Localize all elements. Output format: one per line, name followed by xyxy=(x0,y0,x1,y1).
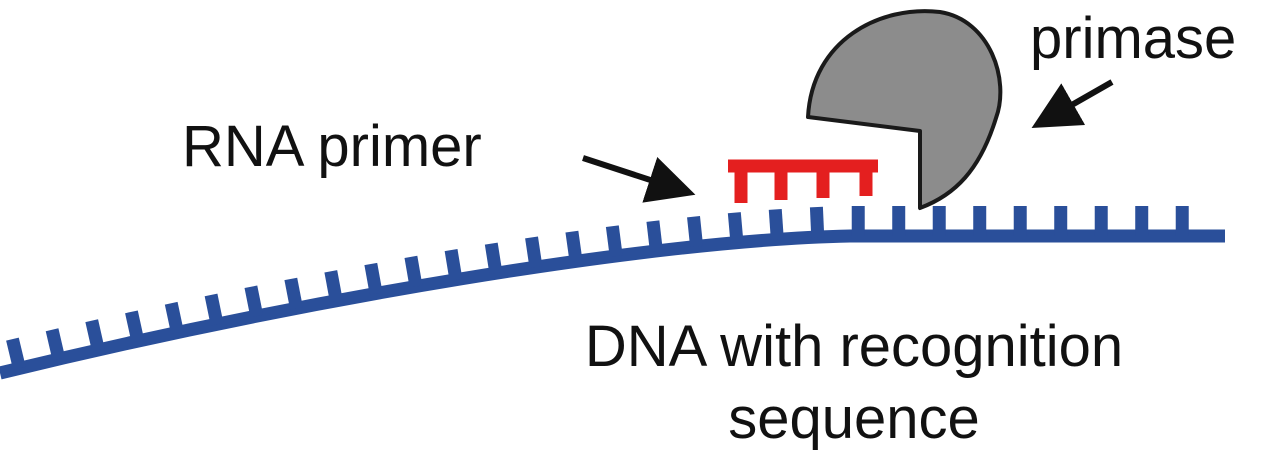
dna-strand-backbone xyxy=(0,229,1225,380)
dna-base xyxy=(45,328,66,361)
dna-base xyxy=(565,230,583,263)
dna-base xyxy=(364,262,383,295)
dna-label-line-1: DNA with recognition xyxy=(584,314,1124,379)
dna-base xyxy=(164,301,184,334)
dna-base xyxy=(244,285,264,318)
dna-base xyxy=(324,270,343,303)
rna-primer xyxy=(728,159,878,203)
dna-base xyxy=(444,249,463,281)
primase-arrow xyxy=(1031,79,1114,128)
primase-label: primase xyxy=(1030,6,1237,71)
dna-label: DNA with recognition sequence xyxy=(514,318,1194,448)
dna-base xyxy=(85,319,105,352)
dna-base xyxy=(404,255,423,288)
dna-base xyxy=(204,293,224,326)
dna-base xyxy=(484,242,503,275)
dna-bases xyxy=(6,206,1189,370)
dna-label-line-2: sequence xyxy=(728,386,980,451)
dna-base xyxy=(646,220,663,252)
dna-base xyxy=(6,337,26,370)
dna-base xyxy=(727,212,744,244)
primase-enzyme xyxy=(806,9,1003,210)
dna-base xyxy=(125,310,145,343)
dna-base xyxy=(809,206,825,238)
dna-base xyxy=(605,225,623,257)
rna-primer-arrow xyxy=(582,155,696,203)
dna-base xyxy=(525,236,543,269)
dna-base xyxy=(284,277,303,310)
dna-base xyxy=(768,209,784,240)
rna-primer-label: RNA primer xyxy=(182,114,482,179)
dna-base xyxy=(687,215,704,248)
